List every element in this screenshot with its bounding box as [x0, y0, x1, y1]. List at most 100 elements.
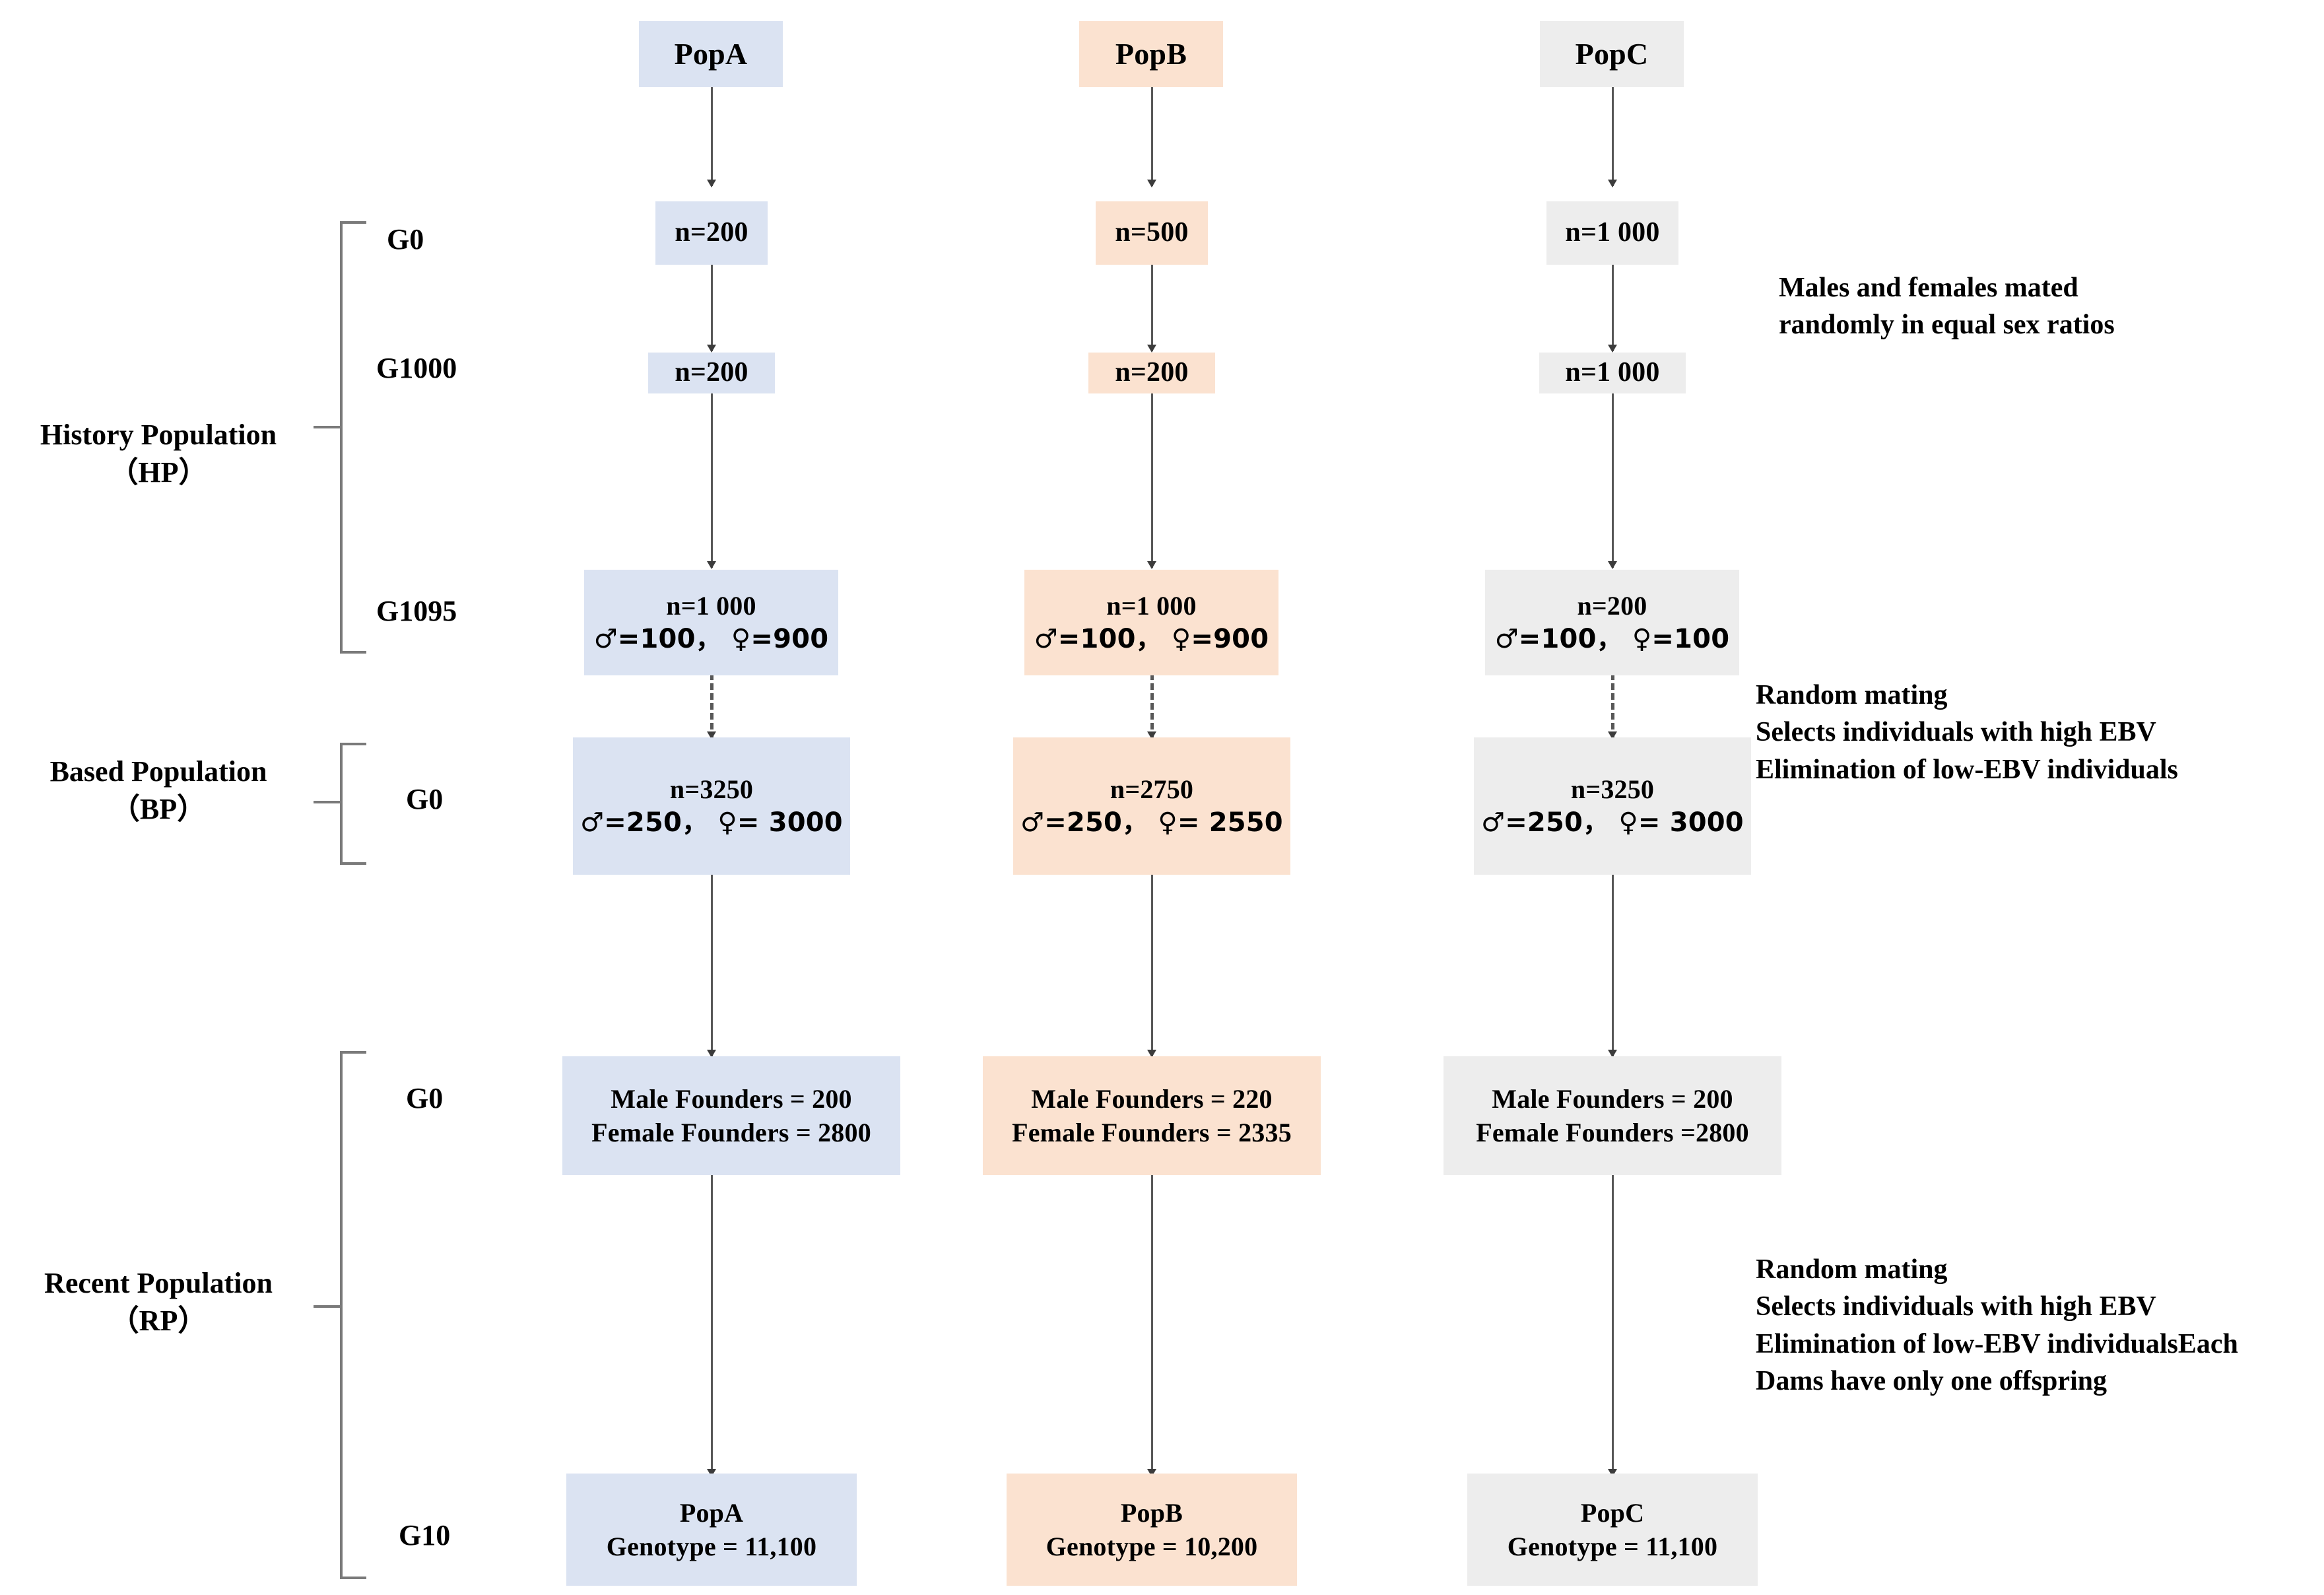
node-popC-bp-g0-line2: ♂=250， ♀= 3000	[1481, 807, 1744, 838]
bracket-rp-spine	[340, 1051, 343, 1579]
bracket-hp-foot-top	[340, 221, 366, 224]
node-popA-title[interactable]: PopA	[639, 21, 783, 87]
node-popB-hp-g1000[interactable]: n=200	[1088, 353, 1215, 393]
node-popB-bp-g0-line2: ♂=250， ♀= 2550	[1020, 807, 1283, 838]
connector-popB-title-to-g0	[1151, 40, 1153, 186]
node-popC-rp-g0-line1: Male Founders = 200	[1492, 1083, 1733, 1114]
annotation-bp-line-1: Random mating	[1756, 680, 1948, 710]
connector-popC-g1095-to-bp	[1611, 673, 1614, 739]
phase-label-hp-line1: History Population	[40, 419, 277, 451]
node-popA-title-label: PopA	[674, 36, 748, 71]
node-popA-bp-g0-line1: n=3250	[669, 774, 754, 804]
node-popC-hp-g0[interactable]: n=1 000	[1546, 201, 1678, 265]
node-popC-hp-g1000[interactable]: n=1 000	[1539, 353, 1686, 393]
node-popA-hp-g1095[interactable]: n=1 000 ♂=100， ♀=900	[584, 570, 838, 675]
phase-label-bp-line1: Based Population	[50, 755, 267, 788]
node-popB-hp-g1000-label: n=200	[1115, 357, 1189, 388]
annotation-bp-line-3: Elimination of low-EBV individuals	[1756, 754, 2178, 785]
phase-label-bp-line2: （BP）	[110, 793, 207, 826]
annotation-rp-line-3: Elimination of low-EBV individualsEach	[1756, 1328, 2238, 1359]
annotation-bp-line-2: Selects individuals with high EBV	[1756, 717, 2156, 748]
node-popC-hp-g1000-label: n=1 000	[1565, 357, 1660, 388]
phase-label-rp-line1: Recent Population	[44, 1267, 273, 1299]
node-popB-rp-g10-line2: Genotype = 10,200	[1046, 1532, 1258, 1561]
node-popC-hp-g1095[interactable]: n=200 ♂=100， ♀=100	[1485, 570, 1739, 675]
bracket-hp-spine	[340, 221, 343, 654]
connector-popC-g1000-to-g1095	[1612, 393, 1614, 568]
bracket-hp-foot-bottom	[340, 651, 366, 654]
phase-label-history-population: History Population （HP）	[7, 416, 310, 491]
node-popB-hp-g1095-line2: ♂=100， ♀=900	[1034, 624, 1269, 654]
connector-popB-g1095-to-bp	[1150, 673, 1154, 739]
connector-popB-g1000-to-g1095	[1151, 393, 1153, 568]
connector-popC-rp-g0-to-g10	[1612, 1172, 1614, 1476]
bracket-history-population	[314, 221, 369, 654]
annotation-rp: Random mating Selects individuals with h…	[1756, 1251, 2238, 1400]
annotation-hp: Males and females mated randomly in equa…	[1779, 269, 2115, 344]
gen-label-hp-g1095: G1095	[376, 595, 457, 627]
gen-label-rp-g10: G10	[399, 1519, 451, 1551]
node-popA-hp-g0[interactable]: n=200	[655, 201, 768, 265]
bracket-bp-foot-top	[340, 743, 366, 745]
arrowhead-popC-g1095	[1608, 561, 1617, 569]
bracket-based-population	[314, 743, 369, 865]
node-popA-hp-g1000-label: n=200	[675, 357, 748, 388]
node-popA-hp-g0-label: n=200	[675, 217, 748, 248]
node-popC-title-label: PopC	[1575, 36, 1649, 71]
connector-popC-title-to-g0	[1612, 40, 1614, 186]
annotation-rp-line-4: Dams have only one offspring	[1756, 1365, 2108, 1396]
arrowhead-popA-g1000	[707, 345, 716, 353]
arrowhead-popC-rp-g0	[1608, 1050, 1617, 1058]
node-popC-rp-g10-line1: PopC	[1580, 1497, 1645, 1528]
node-popA-rp-g10-line2: Genotype = 11,100	[606, 1532, 817, 1561]
node-popB-rp-g0-line2: Female Founders = 2335	[1012, 1118, 1292, 1147]
bracket-rp-tick	[314, 1305, 340, 1308]
bracket-bp-foot-bottom	[340, 862, 366, 865]
bracket-rp-foot-bottom	[340, 1577, 366, 1579]
annotation-bp: Random mating Selects individuals with h…	[1756, 677, 2178, 788]
node-popB-hp-g1095[interactable]: n=1 000 ♂=100， ♀=900	[1024, 570, 1278, 675]
node-popB-rp-g0[interactable]: Male Founders = 220 Female Founders = 23…	[983, 1056, 1321, 1175]
node-popA-hp-g1095-line2: ♂=100， ♀=900	[593, 624, 829, 654]
arrowhead-popB-g1095	[1147, 561, 1156, 569]
connector-popC-g0-to-g1000	[1612, 264, 1614, 351]
node-popC-rp-g10[interactable]: PopC Genotype = 11,100	[1467, 1474, 1758, 1586]
node-popC-title[interactable]: PopC	[1540, 21, 1684, 87]
node-popC-hp-g0-label: n=1 000	[1565, 217, 1660, 248]
annotation-rp-line-1: Random mating	[1756, 1254, 1948, 1285]
gen-label-hp-g0: G0	[387, 223, 424, 255]
node-popA-bp-g0[interactable]: n=3250 ♂=250， ♀= 3000	[573, 737, 850, 875]
phase-label-hp-line2: （HP）	[109, 456, 208, 489]
connector-popA-bp-to-rp	[711, 871, 713, 1056]
gen-label-bp-g0: G0	[406, 783, 444, 815]
node-popB-bp-g0-line1: n=2750	[1110, 774, 1194, 804]
node-popB-title-label: PopB	[1115, 36, 1187, 71]
connector-popA-g1000-to-g1095	[711, 393, 713, 568]
phase-label-rp-line2: （RP）	[110, 1305, 207, 1338]
node-popA-hp-g1095-line1: n=1 000	[666, 590, 756, 621]
bracket-bp-spine	[340, 743, 343, 865]
bracket-bp-tick	[314, 801, 340, 803]
arrowhead-popB-g0	[1147, 180, 1156, 187]
node-popC-hp-g1095-line2: ♂=100， ♀=100	[1494, 624, 1730, 654]
node-popB-bp-g0[interactable]: n=2750 ♂=250， ♀= 2550	[1013, 737, 1290, 875]
arrowhead-popB-g1000	[1147, 345, 1156, 353]
connector-popB-rp-g0-to-g10	[1151, 1172, 1153, 1476]
bracket-hp-tick	[314, 426, 340, 428]
node-popA-rp-g10[interactable]: PopA Genotype = 11,100	[566, 1474, 857, 1586]
node-popB-rp-g10[interactable]: PopB Genotype = 10,200	[1007, 1474, 1297, 1586]
node-popB-hp-g1095-line1: n=1 000	[1106, 590, 1197, 621]
node-popC-rp-g0[interactable]: Male Founders = 200 Female Founders =280…	[1444, 1056, 1781, 1175]
phase-label-recent-population: Recent Population （RP）	[7, 1264, 310, 1340]
node-popC-hp-g1095-line1: n=200	[1577, 590, 1647, 621]
node-popA-hp-g1000[interactable]: n=200	[648, 353, 775, 393]
arrowhead-popA-g1095	[707, 561, 716, 569]
node-popB-title[interactable]: PopB	[1079, 21, 1223, 87]
node-popC-bp-g0[interactable]: n=3250 ♂=250， ♀= 3000	[1474, 737, 1751, 875]
bracket-rp-foot-top	[340, 1051, 366, 1054]
node-popA-rp-g0[interactable]: Male Founders = 200 Female Founders = 28…	[562, 1056, 900, 1175]
node-popC-bp-g0-line1: n=3250	[1570, 774, 1655, 804]
annotation-rp-line-2: Selects individuals with high EBV	[1756, 1291, 2156, 1322]
node-popB-hp-g0[interactable]: n=500	[1096, 201, 1208, 265]
node-popC-rp-g10-line2: Genotype = 11,100	[1507, 1532, 1718, 1561]
